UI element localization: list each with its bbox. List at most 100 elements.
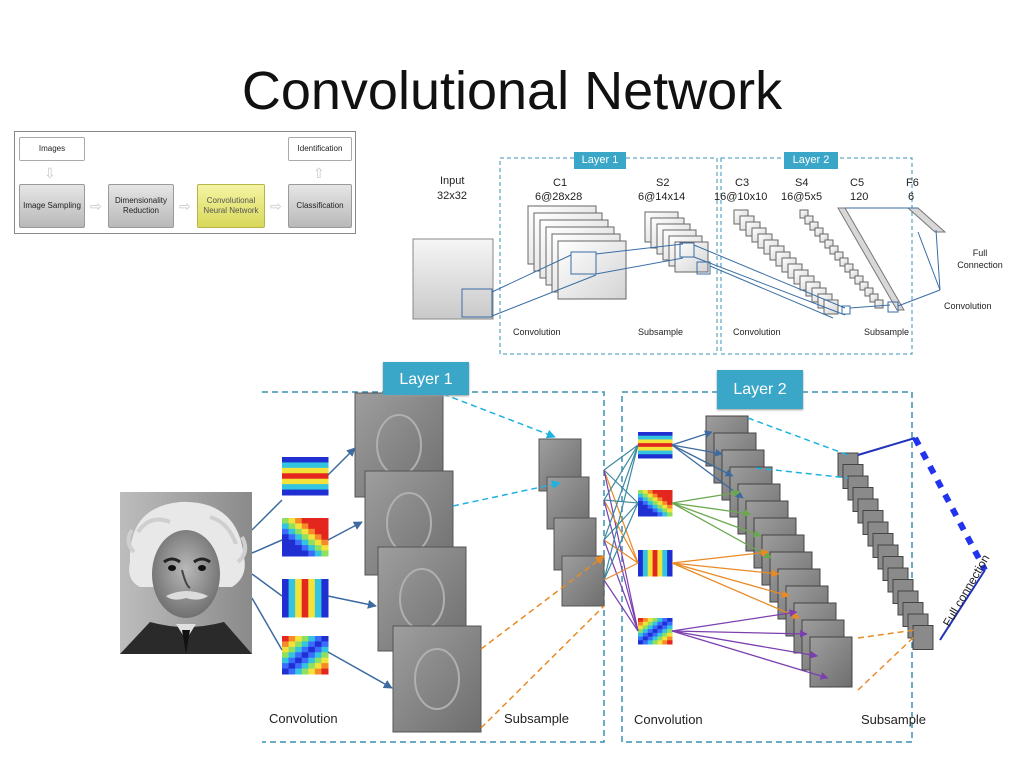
layer2-subsample-map	[912, 625, 934, 650]
portrait-image	[120, 492, 252, 654]
s4-feature-map	[874, 299, 884, 309]
lenet-layer2-tag: Layer 2	[784, 152, 838, 169]
pipeline-arrow-right-icon-1: ⇨	[90, 198, 102, 214]
lenet-input-size: 32x32	[437, 190, 467, 202]
pipeline-arrow-right-icon-2: ⇨	[179, 198, 191, 214]
pipeline-dimensionality-box: Dimensionality Reduction	[108, 184, 174, 228]
pipeline-images-box: Images	[19, 137, 85, 161]
lenet-layer2-frame	[720, 157, 913, 355]
s4-feature-map	[799, 209, 809, 219]
arrow	[671, 630, 829, 680]
lenet-s2-label: S2	[656, 177, 670, 189]
arrow	[671, 502, 772, 559]
layer1-kernel-1	[282, 457, 329, 496]
layer1-subsample-map-4	[561, 555, 605, 607]
layer1-kernel-2	[282, 518, 329, 557]
lenet-subsample-label-1: Subsample	[638, 327, 684, 337]
s4-feature-map	[829, 245, 839, 255]
connector	[857, 635, 916, 691]
connector	[603, 499, 639, 564]
arrow	[671, 562, 780, 578]
bottom-layer2-tag: Layer 2	[717, 370, 803, 409]
lenet-f6-size: 6	[908, 191, 915, 203]
bottom-convolution-label-2: Convolution	[634, 712, 703, 727]
connector	[251, 539, 283, 554]
pipeline-arrow-right-icon-3: ⇨	[270, 198, 282, 214]
lenet-c1-size: 6@28x28	[535, 191, 583, 203]
pipeline-arrow-down-icon: ⇩	[44, 165, 56, 181]
arrow	[671, 430, 713, 446]
arrow	[327, 447, 356, 476]
slide-title: Convolutional Network	[241, 61, 783, 121]
connector	[603, 539, 639, 564]
connector	[603, 502, 639, 541]
bottom-subsample-label-1: Subsample	[504, 711, 570, 726]
connector	[857, 437, 916, 456]
layer2-kernel-3	[638, 550, 673, 577]
lenet-convolution-label-1: Convolution	[513, 327, 561, 337]
s4-feature-map	[854, 275, 864, 285]
lenet-c5-label: C5	[850, 177, 865, 189]
arrow	[327, 595, 377, 609]
lenet-c3-size: 16@10x10	[714, 191, 768, 203]
lenet-f6-label: F6	[906, 177, 919, 189]
connector	[603, 469, 639, 632]
s4-feature-map	[844, 263, 854, 273]
layer2-kernel-2	[638, 490, 673, 517]
arrow	[480, 555, 605, 650]
connector	[603, 579, 639, 632]
connector	[603, 562, 639, 581]
arrow	[671, 444, 724, 457]
s4-feature-map	[834, 251, 844, 261]
s4-feature-map	[849, 269, 859, 279]
pipeline-arrow-up-icon: ⇧	[313, 165, 325, 181]
connector	[747, 417, 849, 456]
full-connection-dashes	[912, 436, 988, 572]
arrow	[442, 393, 556, 439]
connector	[755, 467, 849, 479]
arrow	[671, 502, 752, 517]
arrow	[327, 521, 363, 541]
layer2-kernel-1	[638, 432, 673, 459]
layer2-kernel-4	[638, 618, 673, 645]
connector	[251, 597, 283, 651]
connector	[603, 444, 639, 581]
arrow	[671, 562, 801, 619]
s4-feature-map	[819, 233, 829, 243]
lenet-full-connection-label: Full Connection	[957, 248, 1003, 270]
layer2-feature-map	[809, 636, 853, 688]
connector	[857, 629, 916, 639]
arrow	[671, 629, 808, 638]
layer1-kernel-4	[282, 636, 329, 675]
connector	[603, 499, 639, 504]
layer1-kernel-3	[282, 579, 329, 618]
arrow	[671, 444, 734, 477]
lenet-c3-label: C3	[735, 177, 750, 189]
s4-feature-map	[814, 227, 824, 237]
lenet-connections	[491, 207, 941, 319]
arrow	[327, 651, 393, 689]
pipeline-identification-box: Identification	[288, 137, 352, 161]
bottom-convolution-label-1: Convolution	[269, 711, 338, 726]
connector	[603, 444, 639, 541]
lenet-c1-label: C1	[553, 177, 568, 189]
c1-feature-map	[557, 240, 627, 300]
lenet-convolution-label-2: Convolution	[733, 327, 781, 337]
s4-feature-map	[869, 293, 879, 303]
pipeline-classification-box: Classification	[288, 184, 352, 228]
s4-feature-map	[804, 215, 814, 225]
arrow	[671, 489, 741, 504]
arrow	[671, 502, 762, 538]
arrow	[671, 609, 798, 632]
connector	[603, 502, 639, 581]
connector	[603, 499, 639, 632]
arrow	[671, 548, 770, 564]
lenet-c5-bar	[837, 207, 905, 311]
lenet-c1-stack	[527, 205, 627, 300]
arrow	[671, 562, 790, 598]
lenet-c5-size: 120	[850, 191, 869, 203]
layer1-feature-map-4	[392, 625, 482, 733]
connector	[603, 444, 639, 501]
lenet-input-label: Input	[440, 175, 465, 187]
